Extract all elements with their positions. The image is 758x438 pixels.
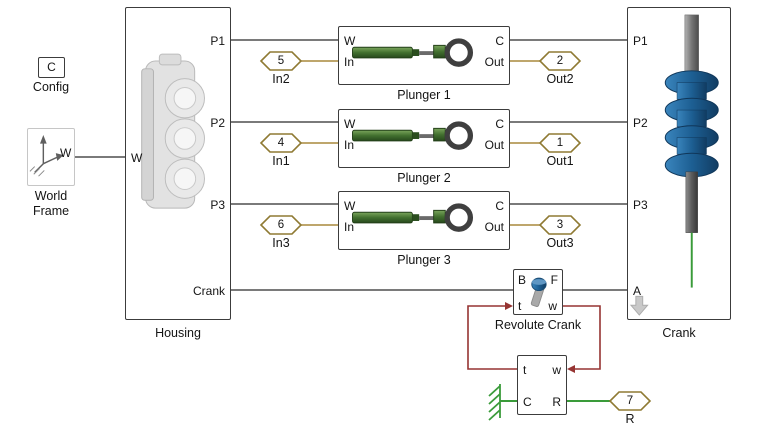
plunger3-port-in: In (344, 220, 355, 234)
outport-out3-number: 3 (556, 219, 564, 231)
plunger1-port-out: Out (484, 55, 504, 69)
plunger2-block-label: Plunger 2 (397, 171, 451, 185)
plunger1-port-in: In (344, 55, 355, 69)
housing-port-p2: P2 (210, 116, 225, 130)
arrowhead-into-revolute-t (505, 302, 513, 310)
crank-port-p2: P2 (633, 116, 648, 130)
inport-in2-label: In2 (272, 72, 290, 86)
housing-icon (141, 53, 205, 209)
revolute-port-f: F (550, 273, 558, 287)
inport-in2-number: 5 (277, 55, 285, 67)
inport-in1-label: In1 (272, 154, 290, 168)
outport-r[interactable] (608, 391, 652, 411)
inport-in1[interactable] (259, 133, 303, 153)
config-port-label: C (47, 60, 56, 74)
outport-out1-number: 1 (556, 137, 564, 149)
crank-port-a: A (633, 284, 642, 298)
plunger1-block-label: Plunger 1 (397, 88, 451, 102)
revolute-port-b: B (518, 273, 527, 287)
outport-r-label: R (625, 412, 635, 426)
crankshaft-icon (629, 14, 719, 316)
housing-block-label: Housing (155, 326, 201, 340)
plunger-icon (352, 121, 474, 150)
plunger2-port-out: Out (484, 138, 504, 152)
outport-out2[interactable] (538, 51, 582, 71)
revolute-port-w: w (548, 299, 557, 313)
crank-block-label: Crank (662, 326, 696, 340)
inport-in3-number: 6 (277, 219, 285, 231)
ground-icon (488, 384, 501, 421)
interface-block[interactable]: t w C R (517, 355, 567, 415)
plunger1-port-w: W (344, 34, 356, 48)
wire-revolute-w-interface-w[interactable] (563, 305, 601, 370)
plunger3-port-out: Out (484, 220, 504, 234)
crank-port-p3: P3 (633, 198, 648, 212)
housing-port-crank: Crank (192, 284, 225, 298)
housing-port-w: W (131, 151, 143, 165)
revolute-port-t: t (518, 299, 522, 313)
outport-r-number: 7 (626, 395, 634, 407)
outport-out3[interactable] (538, 215, 582, 235)
config-block[interactable]: C (38, 57, 65, 78)
revolute-crank-block[interactable]: B F t w (513, 269, 563, 315)
interface-port-r: R (552, 395, 561, 409)
world-frame-block-label: World Frame (32, 189, 70, 218)
crank-block[interactable]: P1 P2 P3 A (627, 7, 731, 320)
plunger1-block[interactable]: W In C Out (338, 26, 510, 85)
world-frame-icon (29, 134, 64, 177)
plunger2-port-w: W (344, 117, 356, 131)
wire-interface-t-revolute-t[interactable] (467, 305, 517, 370)
crank-port-p1: P1 (633, 34, 648, 48)
inport-in2[interactable] (259, 51, 303, 71)
outport-out1[interactable] (538, 133, 582, 153)
interface-port-w: w (552, 363, 561, 377)
plunger2-port-in: In (344, 138, 355, 152)
interface-port-t: t (523, 363, 527, 377)
plunger3-port-c: C (495, 199, 504, 213)
inport-in1-number: 4 (277, 137, 285, 149)
plunger1-port-c: C (495, 34, 504, 48)
world-frame-port-label: W (60, 146, 72, 160)
down-arrow-icon (629, 295, 649, 316)
plunger3-block[interactable]: W In C Out (338, 191, 510, 250)
outport-out1-label: Out1 (546, 154, 574, 168)
arrowhead-into-interface-w (567, 365, 575, 373)
housing-port-p3: P3 (210, 198, 225, 212)
plunger-icon (352, 203, 474, 232)
outport-out3-label: Out3 (546, 236, 574, 250)
plunger3-port-w: W (344, 199, 356, 213)
revolute-crank-block-label: Revolute Crank (494, 318, 582, 332)
plunger2-block[interactable]: W In C Out (338, 109, 510, 168)
interface-port-c: C (523, 395, 532, 409)
outport-out2-label: Out2 (546, 72, 574, 86)
inport-in3-label: In3 (272, 236, 290, 250)
housing-port-p1: P1 (210, 34, 225, 48)
config-block-label: Config (32, 80, 70, 94)
inport-in3[interactable] (259, 215, 303, 235)
housing-block[interactable]: W P1 P2 P3 Crank (125, 7, 231, 320)
world-frame-block[interactable]: W (27, 128, 75, 186)
outport-out2-number: 2 (556, 55, 564, 67)
plunger2-port-c: C (495, 117, 504, 131)
plunger-icon (352, 38, 474, 67)
plunger3-block-label: Plunger 3 (397, 253, 451, 267)
revolute-joint-icon (530, 277, 547, 307)
